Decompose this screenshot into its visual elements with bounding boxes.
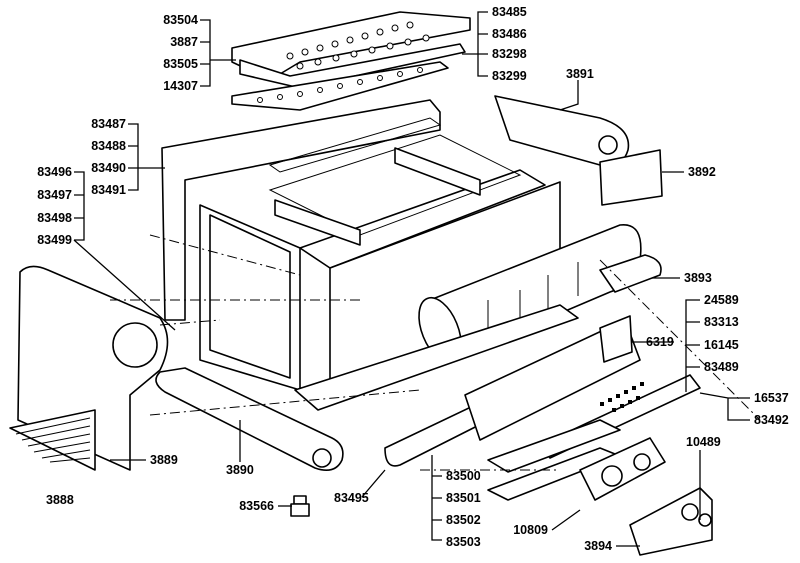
part-label-83504: 83504 bbox=[163, 13, 198, 27]
part-label-83485: 83485 bbox=[492, 5, 527, 19]
base-rail-3890 bbox=[155, 367, 344, 471]
leader-lines bbox=[73, 11, 750, 547]
part-label-83491: 83491 bbox=[91, 183, 126, 197]
part-label-16537: 16537 bbox=[754, 391, 789, 405]
part-label-83490: 83490 bbox=[91, 161, 126, 175]
part-label-83489: 83489 bbox=[704, 360, 739, 374]
part-label-10489: 10489 bbox=[686, 435, 721, 449]
part-label-83487: 83487 bbox=[91, 117, 126, 131]
part-labels: 83504 3887 83505 14307 83485 83486 83298… bbox=[37, 5, 789, 553]
knob-plate-10809 bbox=[579, 437, 666, 501]
right-end-panel bbox=[494, 95, 630, 167]
part-label-3894: 3894 bbox=[584, 539, 612, 553]
part-label-83503: 83503 bbox=[446, 535, 481, 549]
part-label-16145: 16145 bbox=[704, 338, 739, 352]
part-label-83497: 83497 bbox=[37, 188, 72, 202]
part-label-14307: 14307 bbox=[163, 79, 198, 93]
tray-holes bbox=[286, 21, 430, 70]
part-label-83566: 83566 bbox=[239, 499, 274, 513]
part-label-83298: 83298 bbox=[492, 47, 527, 61]
part-label-3887: 3887 bbox=[170, 35, 198, 49]
roller-3893 bbox=[599, 254, 662, 293]
part-label-3888: 3888 bbox=[46, 493, 74, 507]
lower-sheet-a bbox=[487, 419, 621, 473]
part-label-10809: 10809 bbox=[513, 523, 548, 537]
part-label-83495: 83495 bbox=[334, 491, 369, 505]
control-board bbox=[464, 319, 641, 441]
part-label-83492: 83492 bbox=[754, 413, 789, 427]
part-label-83505: 83505 bbox=[163, 57, 198, 71]
left-back-panel bbox=[161, 99, 441, 321]
part-label-83498: 83498 bbox=[37, 211, 72, 225]
part-label-83500: 83500 bbox=[446, 469, 481, 483]
part-label-83488: 83488 bbox=[91, 139, 126, 153]
part-label-3892: 3892 bbox=[688, 165, 716, 179]
bracket-3892 bbox=[599, 149, 663, 206]
top-tray bbox=[231, 11, 471, 111]
part-label-3891: 3891 bbox=[566, 67, 594, 81]
main-frame bbox=[199, 117, 561, 396]
screw-83566 bbox=[290, 495, 310, 517]
part-label-83299: 83299 bbox=[492, 69, 527, 83]
parts-drawing bbox=[9, 11, 761, 556]
part-label-3889: 3889 bbox=[150, 453, 178, 467]
part-label-24589: 24589 bbox=[704, 293, 739, 307]
part-label-6319: 6319 bbox=[646, 335, 674, 349]
part-label-3890: 3890 bbox=[226, 463, 254, 477]
lower-rail bbox=[294, 304, 579, 411]
part-label-83313: 83313 bbox=[704, 315, 739, 329]
part-label-83496: 83496 bbox=[37, 165, 72, 179]
part-label-83502: 83502 bbox=[446, 513, 481, 527]
left-end-cap bbox=[9, 265, 169, 471]
part-label-83499: 83499 bbox=[37, 233, 72, 247]
part-label-3893: 3893 bbox=[684, 271, 712, 285]
part-label-83501: 83501 bbox=[446, 491, 481, 505]
part-label-83486: 83486 bbox=[492, 27, 527, 41]
